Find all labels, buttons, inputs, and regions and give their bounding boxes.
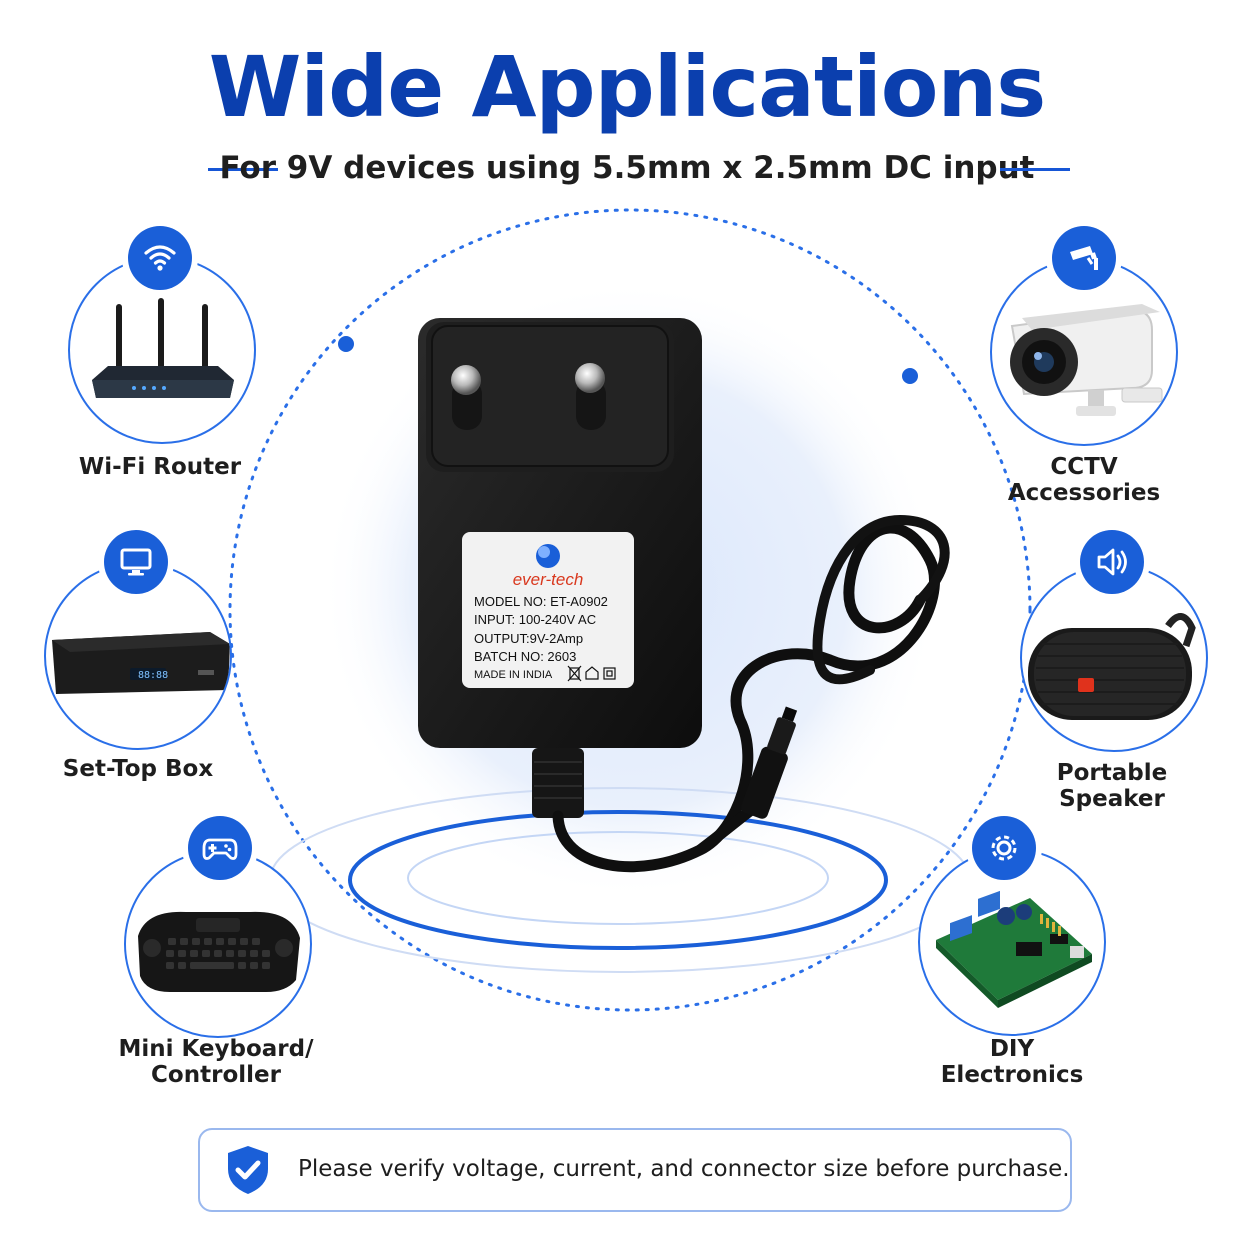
app-label-mini-keyboard: Mini Keyboard/ Controller [86,1036,346,1088]
orbit-dot-left [338,336,354,352]
adapter-label-plate: ever-tech MODEL NO: ET-A0902 INPUT: 100-… [462,532,634,688]
speaker-icon [1097,548,1127,576]
speaker-icon-badge [1080,530,1144,594]
mini-keyboard-image [138,911,300,992]
label-line2: Accessories [1007,480,1161,506]
app-circle-set-top-box: 88:88 [44,562,232,750]
app-label-set-top-box: Set-Top Box [8,756,268,782]
gamepad-icon [202,838,238,860]
circuit-board-image [936,890,1092,1008]
app-label-diy-electronics: DIY Electronics [882,1036,1142,1088]
label-batch: BATCH NO: 2603 [474,649,576,664]
app-circle-cctv [990,258,1178,446]
purchase-notice: Please verify voltage, current, and conn… [198,1128,1072,1212]
notice-text: Please verify voltage, current, and conn… [298,1156,1070,1182]
app-label-cctv: CCTV Accessories [954,454,1214,506]
cctv-camera-icon [1070,246,1098,270]
subtitle-row: For 9V devices using 5.5mm x 2.5mm DC in… [0,148,1254,192]
brand-logo-text: ever-tech [513,570,584,589]
page-title: Wide Applications [208,38,1047,136]
cctv-camera-image [1010,304,1163,416]
page-subtitle: For 9V devices using 5.5mm x 2.5mm DC in… [219,150,1035,186]
dotted-orbit [228,208,1032,1012]
label-input: INPUT: 100-240V AC [474,612,596,627]
base-ring-mid [348,810,888,950]
label-line1: DIY [989,1036,1035,1062]
speaker-image [1028,613,1196,720]
shield-check-icon [228,1146,268,1194]
label-line1: CCTV [1050,454,1118,480]
label-line2: Controller [151,1062,281,1088]
subtitle-rule-left [208,168,278,171]
subtitle-rule-right [1000,168,1070,171]
wifi-icon [144,245,176,271]
label-line2: Speaker [1059,786,1165,812]
orbit-dot-right [902,368,918,384]
router-image [92,298,234,398]
adapter-illustration [418,318,950,873]
label-line2: Electronics [940,1062,1084,1088]
svg-text:88:88: 88:88 [138,670,168,681]
gamepad-icon-badge [188,816,252,880]
label-origin: MADE IN INDIA [474,669,553,681]
app-circle-diy-electronics [918,848,1106,1036]
app-label-wifi-router: Wi-Fi Router [30,454,290,480]
gear-icon [991,835,1017,861]
label-line1: Set-Top Box [62,756,214,782]
label-line1: Mini Keyboard/ [118,1036,314,1062]
app-circle-portable-speaker [1020,564,1208,752]
label-output: OUTPUT:9V-2Amp [474,631,583,646]
tv-icon-badge [104,530,168,594]
base-ring-inner [407,831,829,925]
label-line1: Wi-Fi Router [78,454,242,480]
app-label-portable-speaker: Portable Speaker [982,760,1242,812]
label-model: MODEL NO: ET-A0902 [474,594,608,609]
cctv-camera-icon-badge [1052,226,1116,290]
label-line1: Portable [1056,760,1168,786]
gear-icon-badge [972,816,1036,880]
wifi-icon-badge [128,226,192,290]
app-circle-mini-keyboard [124,850,312,1038]
tv-icon [120,548,152,576]
set-top-box-image: 88:88 [52,632,230,694]
